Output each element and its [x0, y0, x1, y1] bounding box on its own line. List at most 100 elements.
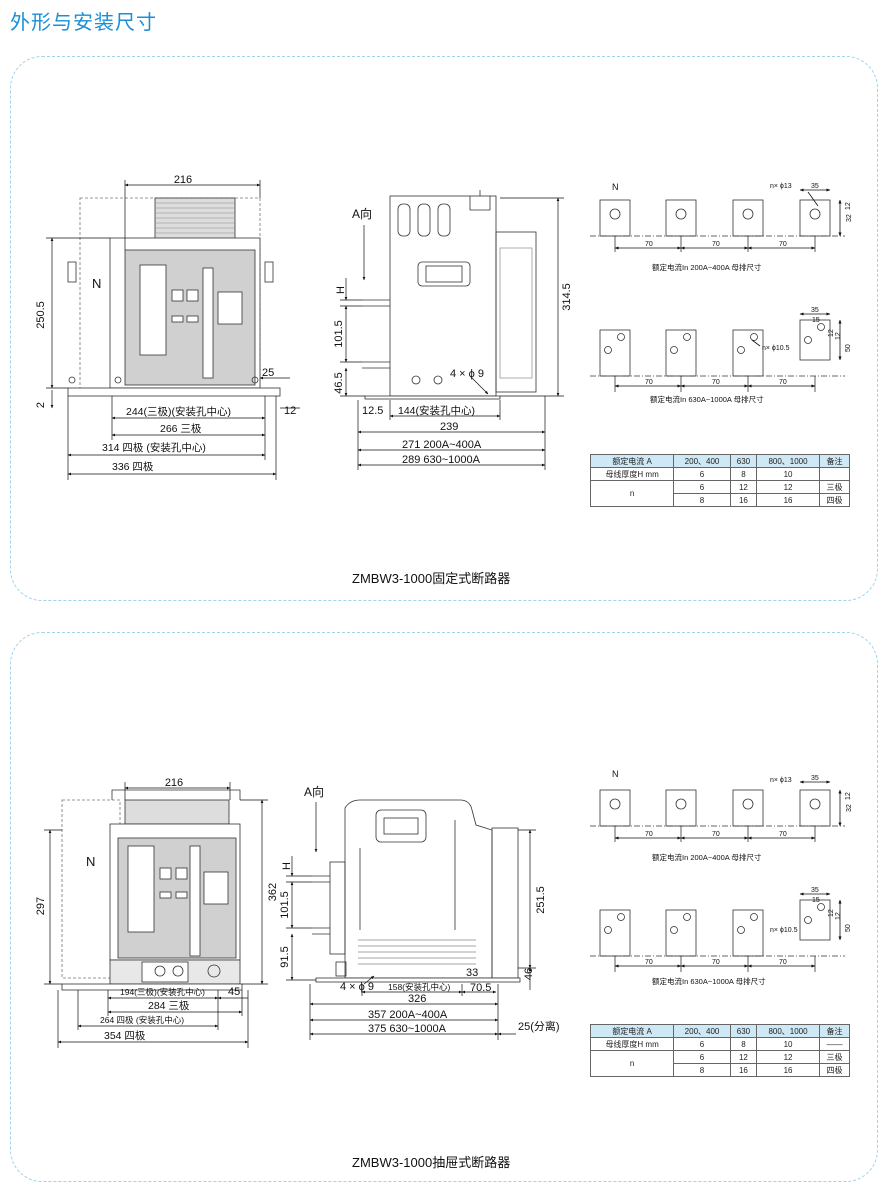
- drawout-side-dim-70.5: 70.5: [470, 982, 491, 994]
- table-cell: [819, 467, 850, 481]
- table-row: n 6 12 12 三极: [589, 1050, 850, 1077]
- fixed-front-dim-244: 244(三极)(安装孔中心): [126, 405, 231, 418]
- drawout-front-dim-362: 362: [267, 883, 279, 901]
- drawout-side-dim-326: 326: [408, 993, 426, 1005]
- drawout-busbar-hole-label-1: n× ϕ13: [770, 777, 792, 784]
- table-cell: 10: [756, 467, 821, 481]
- table-header-row: 额定电流 A 200、400 630 800、1000 备注: [589, 454, 850, 468]
- fixed-busbar-large: [590, 312, 845, 392]
- table-cell: 8: [673, 493, 731, 507]
- drawout-busbar-width-1: 35: [811, 775, 819, 782]
- drawout-front-dim-297: 297: [35, 897, 47, 915]
- table-cell: 16: [756, 1063, 821, 1077]
- table-cell: 12: [756, 1050, 821, 1064]
- drawout-side-dim-375: 375 630~1000A: [368, 1023, 447, 1035]
- drawout-busbar-small: [590, 780, 845, 842]
- drawout-busbar-table: 额定电流 A 200、400 630 800、1000 备注 母线厚度H mm …: [589, 1024, 850, 1077]
- fixed-busbar-caption-1: 额定电流In 200A~400A 母排尺寸: [652, 262, 762, 272]
- fixed-busbar-pitch-4: 70: [645, 379, 653, 386]
- fixed-busbar-pitch-1: 70: [645, 241, 653, 248]
- drawout-front-dim-top: 216: [165, 777, 183, 789]
- drawout-busbar-width-2: 35: [811, 887, 819, 894]
- table-row: 母线厚度H mm 6 8 10 ——: [589, 1037, 850, 1051]
- drawout-side-dim-25: 25(分离): [518, 1019, 560, 1033]
- fixed-busbar-pitch-6: 70: [779, 379, 787, 386]
- fixed-busbar-small: [590, 188, 845, 252]
- table-cell: 12: [756, 480, 821, 494]
- fixed-front-dim-height: 250.5: [35, 301, 47, 329]
- table-cell: 16: [729, 493, 758, 507]
- drawout-busbar-large: [590, 892, 845, 972]
- drawout-busbar-dim-12-1: 12: [845, 792, 852, 800]
- drawout-front-dim-194: 194(三极)(安装孔中心): [120, 987, 205, 997]
- table-cell: 16: [756, 493, 821, 507]
- table-header-cell: 200、400: [673, 454, 731, 468]
- table-cell: 母线厚度H mm: [589, 467, 675, 481]
- fixed-front-dim-336: 336 四极: [112, 460, 154, 473]
- table-header-cell: 额定电流 A: [589, 454, 675, 468]
- table-header-cell: 800、1000: [756, 1024, 821, 1038]
- fixed-side-view: [362, 190, 537, 400]
- table-row: 8 16 16 四极: [591, 493, 850, 507]
- drawout-side-dim-46: 46: [523, 968, 535, 980]
- drawout-busbar-dim-12-2a: 12: [828, 909, 835, 917]
- table-cell: 三极: [819, 480, 850, 494]
- table-cell: 10: [756, 1037, 821, 1051]
- drawout-busbar-pitch-1: 70: [645, 831, 653, 838]
- table-cell: ——: [819, 1037, 850, 1051]
- fixed-front-neutral-label: N: [92, 276, 101, 291]
- drawout-side-dim-holes: 4 × ϕ 9: [340, 981, 374, 993]
- fixed-busbar-dim-32: 32: [846, 214, 853, 222]
- table-header-cell: 800、1000: [756, 454, 821, 468]
- fixed-busbar-neutral-label: N: [612, 182, 619, 192]
- drawout-side-dim-251: 251.5: [535, 886, 547, 914]
- table-row: 8 16 16 四极: [591, 1063, 850, 1077]
- drawout-busbar-pitch-3: 70: [779, 831, 787, 838]
- table-cell: 8: [673, 1063, 731, 1077]
- fixed-busbar-hole-label-2: n× ϕ10.5: [762, 345, 790, 352]
- fixed-side-dim-holes: 4 × ϕ 9: [450, 368, 484, 380]
- fixed-side-dim-H: H: [335, 286, 347, 294]
- fixed-busbar-dim-12-1: 12: [845, 202, 852, 210]
- table-cell: 四极: [819, 493, 850, 507]
- fixed-side-dim-289: 289 630~1000A: [402, 454, 481, 466]
- table-header-row: 额定电流 A 200、400 630 800、1000 备注: [589, 1024, 850, 1038]
- fixed-front-dim-base: 2: [35, 402, 47, 408]
- drawout-busbar-caption-2: 额定电流In 630A~1000A 母排尺寸: [652, 976, 766, 986]
- page-heading: 外形与安装尺寸: [10, 10, 157, 34]
- table-cell: 四极: [819, 1063, 850, 1077]
- drawout-busbar-dim-50: 50: [845, 924, 852, 932]
- table-cell: 16: [729, 1063, 758, 1077]
- fixed-breaker-panel: [10, 56, 878, 601]
- table-header-cell: 200、400: [673, 1024, 731, 1038]
- fixed-side-arrow-label: A向: [352, 206, 372, 221]
- table-cell: 6: [673, 480, 731, 494]
- fixed-side-dim-271: 271 200A~400A: [402, 439, 482, 451]
- drawout-side-dim-158: 158(安装孔中心): [388, 982, 451, 992]
- drawout-busbar-pitch-2: 70: [712, 831, 720, 838]
- table-header-cell: 630: [729, 1024, 758, 1038]
- fixed-front-dim-314: 314 四极 (安装孔中心): [102, 441, 206, 454]
- fixed-side-dim-239: 239: [440, 421, 458, 433]
- fixed-busbar-table: 额定电流 A 200、400 630 800、1000 备注 母线厚度H mm …: [589, 454, 850, 507]
- fixed-busbar-dim-15: 15: [812, 317, 820, 324]
- drawout-front-dim-45: 45: [228, 986, 240, 998]
- drawout-busbar-neutral-label: N: [612, 769, 619, 779]
- drawout-busbar-pitch-4: 70: [645, 959, 653, 966]
- drawout-busbar-caption-1: 额定电流In 200A~400A 母排尺寸: [652, 852, 762, 862]
- drawout-busbar-dim-15: 15: [812, 897, 820, 904]
- fixed-busbar-width-1: 35: [811, 183, 819, 190]
- fixed-front-dim-12: 12: [284, 405, 296, 417]
- drawout-front-dim-264: 264 四极 (安装孔中心): [100, 1015, 184, 1025]
- drawout-front-view: [61, 789, 243, 991]
- drawout-side-dim-91: 91.5: [279, 946, 291, 967]
- drawout-side-dim-H: H: [281, 862, 293, 870]
- drawout-busbar-pitch-6: 70: [779, 959, 787, 966]
- table-cell: 8: [729, 467, 758, 481]
- table-row: n 6 12 12 三极: [589, 480, 850, 507]
- drawout-busbar-hole-label-2: n× ϕ10.5: [770, 927, 798, 934]
- drawout-side-dim-357: 357 200A~400A: [368, 1009, 448, 1021]
- drawout-breaker-caption: ZMBW3-1000抽屉式断路器: [352, 1155, 511, 1170]
- fixed-busbar-width-2: 35: [811, 307, 819, 314]
